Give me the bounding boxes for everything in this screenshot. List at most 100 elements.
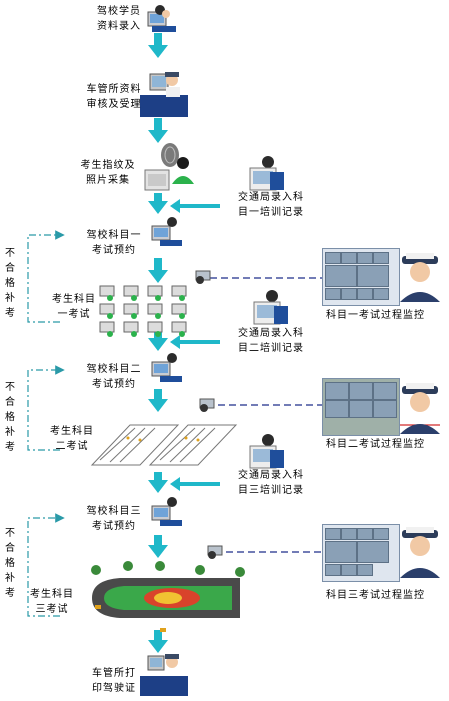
monitor-label-subject2: 科目二考试过程监控 [326, 439, 425, 450]
flow-arrow [148, 33, 168, 58]
monitor-label-subject3: 科目三考试过程监控 [326, 590, 425, 601]
step-label-line: 印驾驶证 [92, 683, 136, 694]
monitor-screen-2 [322, 378, 400, 436]
traffic-label-line: 交通局录入科 [238, 470, 304, 481]
retake-char: 合 [5, 263, 15, 274]
officer-desk-illustration [140, 72, 188, 117]
traffic-label-line: 交通局录入科 [238, 328, 304, 339]
retake-char: 合 [5, 397, 15, 408]
retake-char: 考 [5, 308, 15, 319]
retake-char: 考 [5, 588, 15, 599]
final-officer-illustration [140, 654, 188, 696]
parking-course [90, 424, 238, 466]
retake-loop-2 [27, 365, 65, 451]
retake-char: 不 [5, 382, 15, 393]
fingerprint-illustration [144, 143, 194, 191]
retake-char: 格 [5, 412, 15, 423]
traffic-record-subject2: 交通局录入科 目二培训记录 [226, 326, 316, 356]
step-student-data-entry: 驾校学员 资料录入 [84, 4, 154, 34]
retake-loop-3 [27, 513, 65, 617]
exam-room-computers [99, 285, 187, 333]
traffic-arrow [170, 477, 220, 491]
step-subject2-booking: 驾校科目二 考试预约 [74, 362, 154, 392]
exam-room-candidates [107, 295, 185, 337]
flow-arrow [148, 193, 168, 214]
retake-char: 不 [5, 248, 15, 259]
camera-icon-1 [195, 270, 211, 284]
step-label-line: 审核及受理 [86, 99, 142, 110]
retake-char: 不 [5, 528, 15, 539]
step-label-line: 考生科目 [30, 589, 74, 600]
step-subject1-booking: 驾校科目一 考试预约 [74, 228, 154, 258]
step-label-line: 驾校科目三 [86, 506, 142, 517]
step-label-line: 车管所资料 [86, 84, 142, 95]
step-label-line: 考试预约 [92, 379, 136, 390]
clerk-illustration-booking-1 [151, 217, 182, 246]
clerk-illustration-booking-3 [151, 497, 182, 526]
roadside-trees [91, 561, 245, 577]
clerk-illustration-1 [147, 5, 176, 32]
monitor-screen-1 [322, 248, 400, 306]
police-officer-2 [400, 383, 440, 434]
road-cars [95, 605, 166, 632]
monitor-label-subject1: 科目一考试过程监控 [326, 310, 425, 321]
flow-arrow [148, 630, 168, 653]
traffic-arrow [170, 199, 220, 213]
step-subject1-exam: 考生科目 一考试 [42, 292, 106, 322]
clerk-illustration-booking-2 [151, 353, 182, 382]
traffic-label-line: 目一培训记录 [238, 207, 304, 218]
step-label-line: 考试预约 [92, 521, 136, 532]
traffic-label-line: 目三培训记录 [238, 485, 304, 496]
traffic-arrow [170, 335, 220, 349]
traffic-arrows [170, 199, 220, 491]
flow-arrow [148, 118, 168, 143]
camera-icon-2 [199, 398, 215, 412]
retake-char: 合 [5, 543, 15, 554]
flow-arrow [148, 472, 168, 493]
clerk-illustration-traffic-3 [249, 434, 284, 469]
step-fingerprint-photo: 考生指纹及 照片采集 [68, 158, 148, 188]
step-label-line: 一考试 [57, 309, 91, 320]
retake-label-1: 不 合 格 补 考 [4, 246, 16, 321]
traffic-record-subject1: 交通局录入科 目一培训记录 [226, 190, 316, 220]
traffic-record-subject3: 交通局录入科 目三培训记录 [226, 468, 316, 498]
clerk-illustration-traffic-1 [249, 156, 284, 191]
police-officer-3 [400, 527, 440, 578]
step-label-line: 车管所打 [92, 668, 136, 679]
monitor-screen-3 [322, 524, 400, 582]
step-label-line: 驾校科目一 [86, 230, 142, 241]
retake-char: 补 [5, 427, 15, 438]
retake-char: 补 [5, 293, 15, 304]
retake-loops [27, 230, 65, 617]
flow-arrow [148, 389, 168, 412]
step-label-line: 二考试 [55, 441, 89, 452]
retake-label-2: 不 合 格 补 考 [4, 380, 16, 455]
retake-char: 格 [5, 558, 15, 569]
step-label-line: 考生科目 [52, 294, 96, 305]
retake-char: 格 [5, 278, 15, 289]
step-subject2-exam: 考生科目 二考试 [40, 424, 104, 454]
step-print-license: 车管所打 印驾驶证 [82, 666, 146, 696]
flow-arrow [148, 258, 168, 283]
traffic-label-line: 目二培训记录 [238, 343, 304, 354]
retake-loop-1 [27, 230, 65, 323]
step-label-line: 资料录入 [97, 21, 141, 32]
road-course [92, 578, 240, 618]
step-label-line: 考生科目 [50, 426, 94, 437]
police-officer-1 [400, 253, 440, 302]
step-label-line: 考生指纹及 [80, 160, 136, 171]
flow-arrow [148, 535, 168, 558]
step-label-line: 考试预约 [92, 245, 136, 256]
step-label-line: 驾校科目二 [86, 364, 142, 375]
step-subject3-exam: 考生科目 三考试 [20, 587, 84, 617]
step-label-line: 驾校学员 [97, 6, 141, 17]
step-subject3-booking: 驾校科目三 考试预约 [74, 504, 154, 534]
parking-cones [126, 436, 200, 442]
step-label-line: 三考试 [35, 604, 69, 615]
step-dmv-review: 车管所资料 审核及受理 [74, 82, 154, 112]
retake-char: 考 [5, 442, 15, 453]
retake-label-3: 不 合 格 补 考 [4, 526, 16, 601]
clerk-illustration-traffic-2 [253, 290, 288, 325]
